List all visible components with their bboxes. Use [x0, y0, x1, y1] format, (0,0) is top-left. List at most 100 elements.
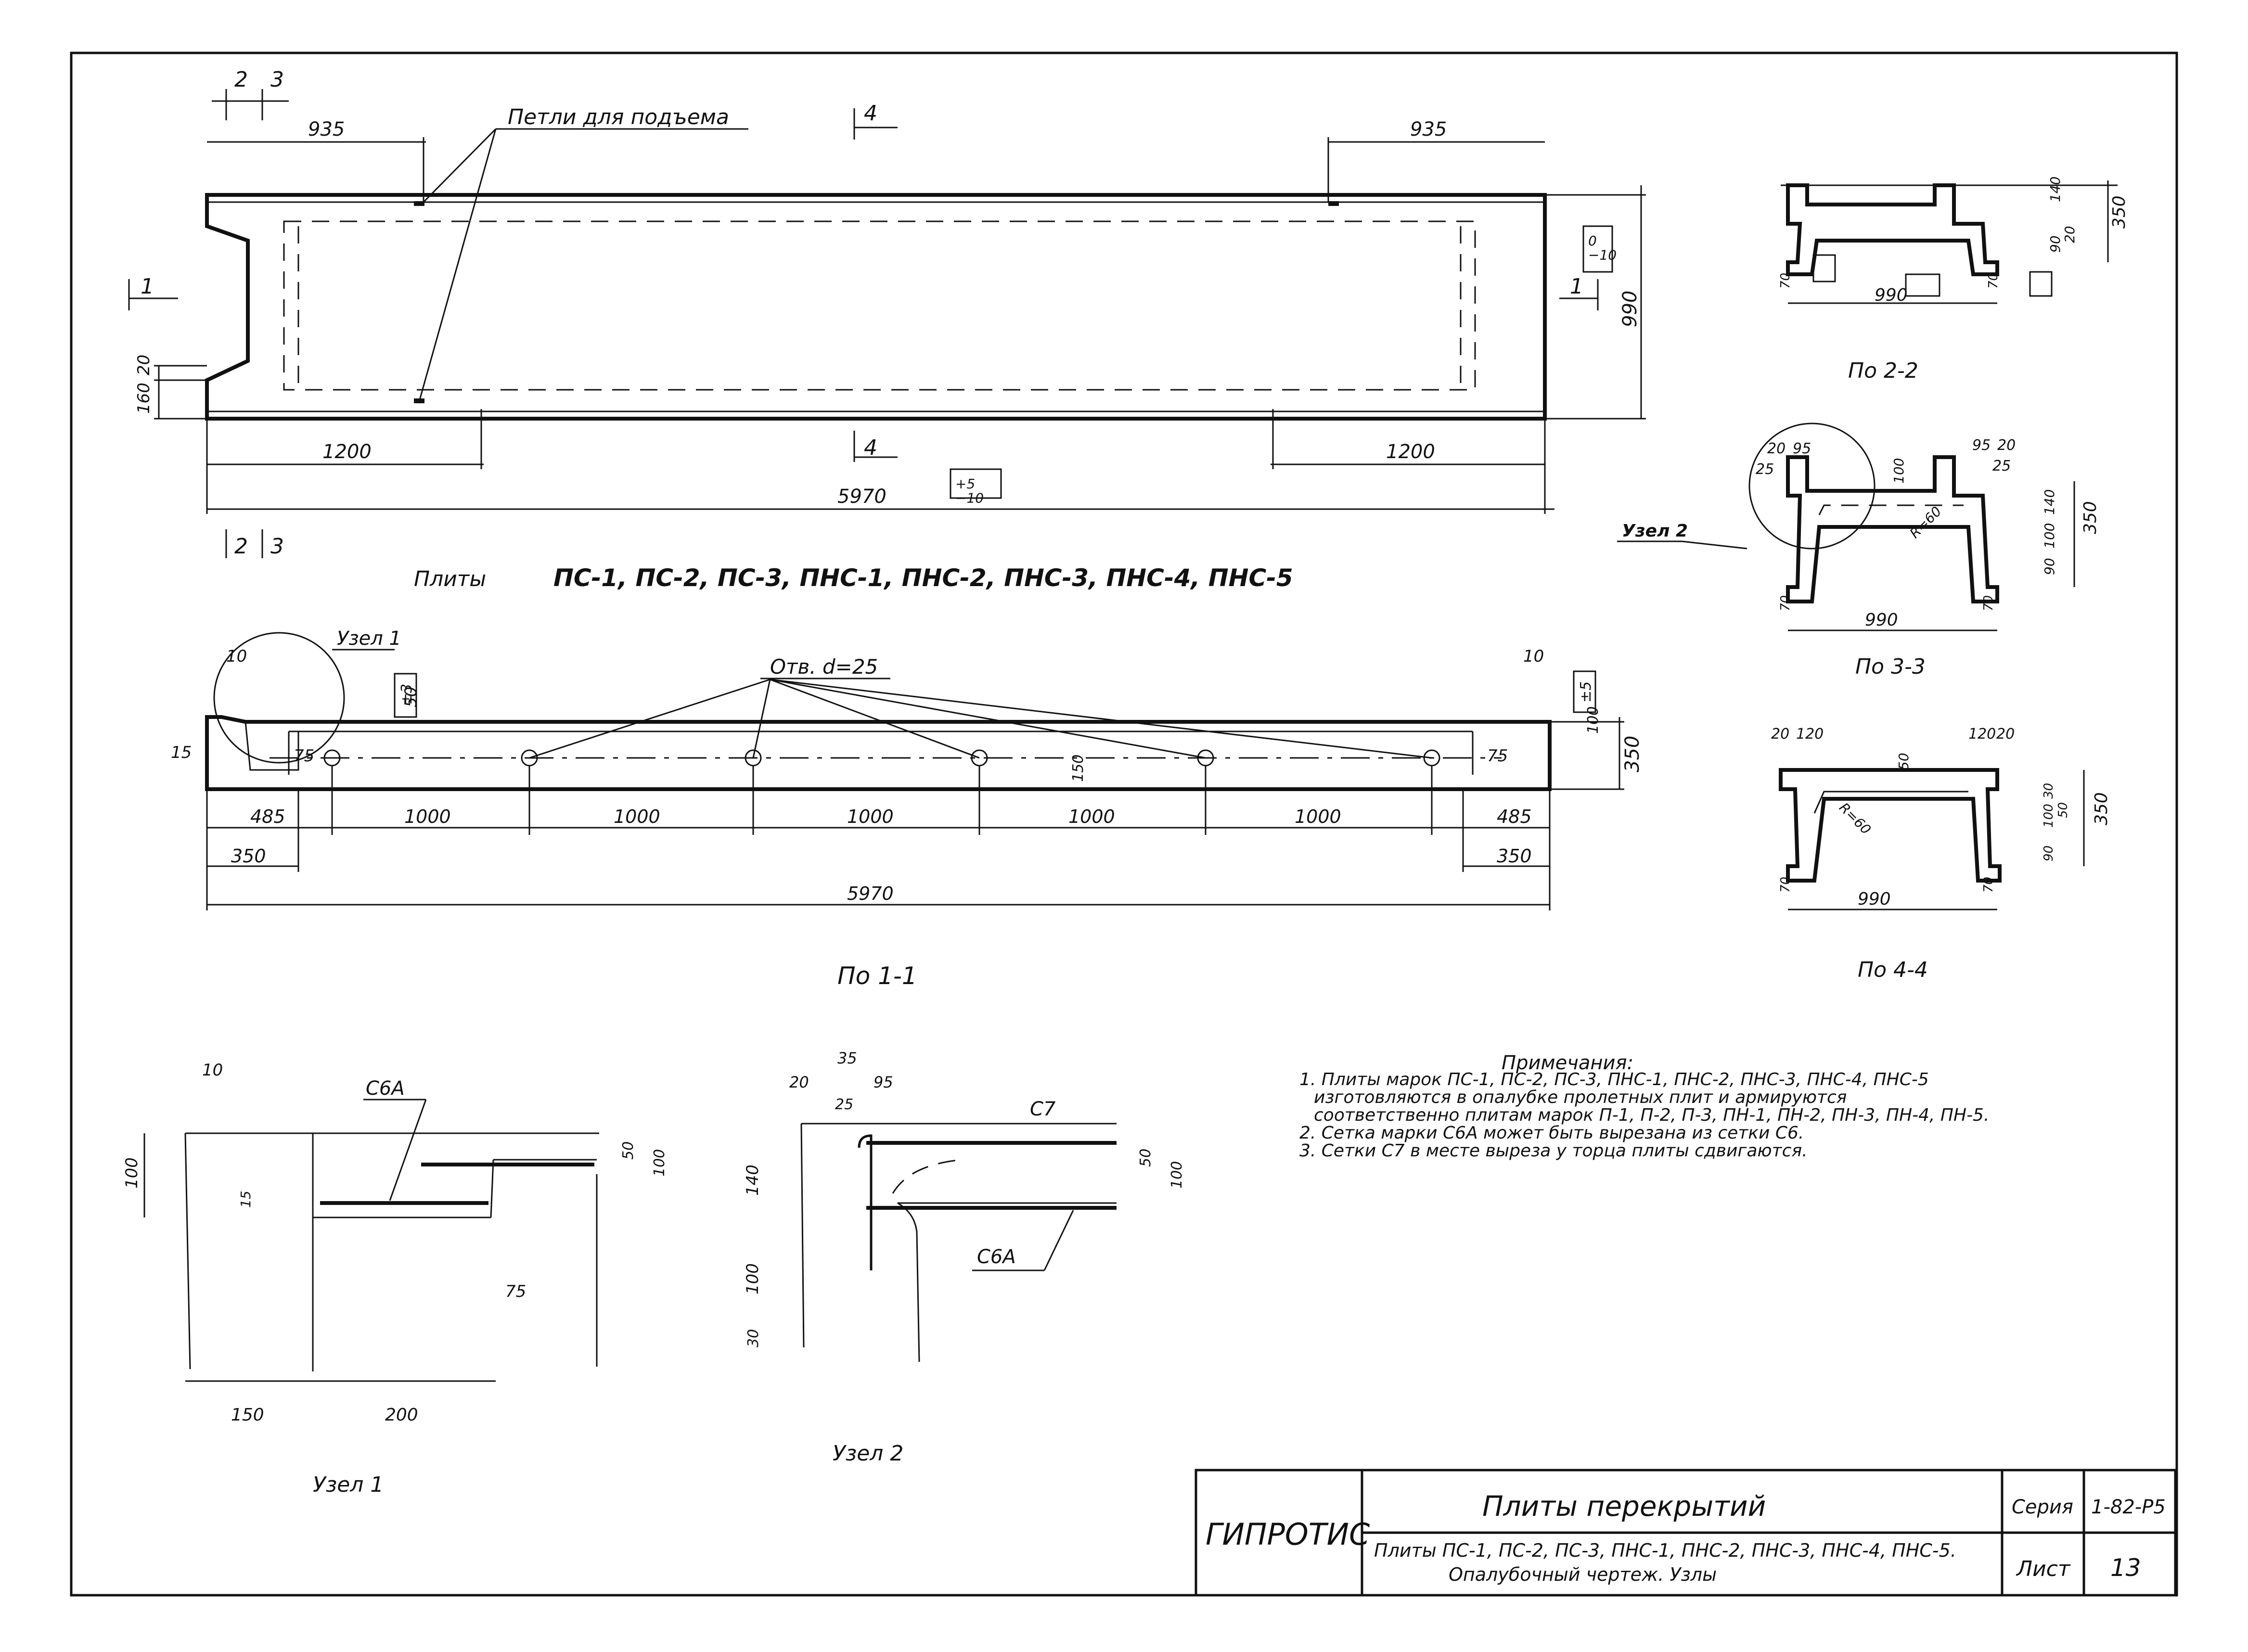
svg-text:990: 990 [1858, 889, 1891, 909]
svg-text:2: 2 [234, 67, 248, 92]
series-value: 1-82-Р5 [2091, 1496, 2166, 1518]
svg-text:1000: 1000 [847, 806, 894, 827]
node-2-detail: С7 С6А 35 20 95 25 140 100 30 50 100 Узе… [743, 1049, 1185, 1466]
plan-inner-dashed [283, 220, 1476, 391]
svg-text:20: 20 [1767, 440, 1786, 457]
svg-text:R=60: R=60 [1836, 800, 1874, 838]
drawing-subtitle-2: Опалубочный чертеж. Узлы [1449, 1564, 1717, 1585]
title-block: ГИПРОТИС Плиты перекрытий Плиты ПС-1, ПС… [1195, 1469, 2177, 1597]
svg-text:30: 30 [745, 1329, 762, 1347]
svg-text:150: 150 [231, 1405, 264, 1425]
node-1-label: Узел 1 [337, 628, 401, 650]
svg-text:5970: 5970 [847, 883, 894, 904]
svg-text:20: 20 [1997, 437, 2016, 454]
svg-text:350: 350 [1621, 736, 1644, 772]
svg-text:120: 120 [1796, 726, 1824, 743]
svg-text:350: 350 [231, 845, 266, 867]
svg-text:90: 90 [2042, 845, 2056, 861]
svg-text:350: 350 [2081, 501, 2100, 534]
svg-text:350: 350 [1497, 845, 1532, 867]
svg-text:70: 70 [1778, 273, 1793, 289]
loops-label: Петли для подъема [508, 105, 729, 129]
cut-marker-4-bottom: 4 [853, 431, 898, 462]
node-1-detail: С6А 10 100 15 50 100 75 150 200 Узел 1 [122, 1061, 668, 1497]
svg-text:100: 100 [2042, 804, 2056, 828]
node2-mesh-bottom: С6А [977, 1246, 1016, 1268]
dim-935-left: 935 [308, 118, 345, 141]
note-line-1: 1. Плиты марок ПС-1, ПС-2, ПС-3, ПНС-1, … [1299, 1070, 1929, 1089]
svg-text:25: 25 [1992, 458, 2011, 474]
cut-marker-1-left: 1 [128, 274, 178, 310]
svg-text:150: 150 [1070, 755, 1087, 782]
svg-text:R=60: R=60 [1907, 503, 1945, 541]
section-2-2: 990 350 140 90 20 70 70 По 2-2 [1778, 177, 2129, 383]
lifting-loop-marker [414, 201, 424, 206]
note-line-5: 3. Сетки С7 в месте выреза у торца плиты… [1299, 1141, 1808, 1161]
elevation-outline [205, 715, 1552, 791]
drawing-subtitle-1: Плиты ПС-1, ПС-2, ПС-3, ПНС-1, ПНС-2, ПН… [1374, 1540, 1956, 1561]
node-2-callout [1748, 423, 1875, 550]
svg-text:1: 1 [1570, 274, 1583, 299]
dim-160: 160 [134, 383, 154, 414]
section-4-4: 990 350 20 120 120 20 50 30 100 90 50 R=… [1771, 726, 2111, 982]
svg-text:20: 20 [1771, 726, 1789, 743]
notes-block: Примечания: 1. Плиты марок ПС-1, ПС-2, П… [1299, 1052, 1989, 1161]
tolerance-width: 0−10 [1588, 233, 1617, 263]
svg-text:95: 95 [1793, 440, 1811, 457]
svg-text:±5: ±5 [1578, 681, 1594, 703]
tolerance-total: +5−10 [955, 476, 984, 506]
svg-text:35: 35 [837, 1049, 857, 1067]
svg-text:100: 100 [122, 1157, 141, 1189]
svg-text:50: 50 [1896, 753, 1912, 770]
dim-1200-left: 1200 [322, 441, 372, 463]
section-3-3: Узел 2 990 350 20 95 25 95 20 25 100 140… [1617, 423, 2100, 679]
svg-text:70: 70 [1778, 877, 1793, 893]
dim-20: 20 [134, 355, 154, 375]
svg-text:485: 485 [1497, 806, 1532, 827]
org-name: ГИПРОТИС [1206, 1517, 1370, 1552]
svg-text:485: 485 [250, 806, 285, 827]
svg-text:75: 75 [505, 1282, 526, 1301]
node-1-callout [213, 632, 345, 764]
svg-text:15: 15 [238, 1191, 254, 1208]
svg-text:4: 4 [864, 101, 877, 126]
lifting-loop-marker [1328, 201, 1339, 206]
svg-text:1: 1 [141, 274, 154, 299]
svg-text:140: 140 [743, 1165, 762, 1196]
svg-text:20: 20 [1996, 726, 2015, 743]
svg-text:2: 2 [234, 534, 248, 559]
node-2-label: Узел 2 [1622, 521, 1688, 541]
dim-1200-right: 1200 [1386, 441, 1435, 463]
svg-text:120: 120 [1968, 726, 1996, 743]
svg-text:25: 25 [1756, 461, 1774, 478]
svg-text:100: 100 [2042, 523, 2057, 549]
svg-text:50: 50 [401, 687, 421, 707]
plan-outline [205, 193, 1547, 421]
svg-text:10: 10 [202, 1061, 223, 1080]
holes-label: Отв. d=25 [770, 655, 878, 679]
svg-text:1000: 1000 [1295, 806, 1341, 827]
svg-text:10: 10 [1523, 647, 1544, 666]
svg-text:350: 350 [2092, 792, 2111, 825]
dim-990-plan: 990 [1619, 291, 1641, 327]
series-label: Серия [2012, 1496, 2073, 1518]
sheet-number: 13 [2110, 1554, 2141, 1582]
cut-marker-2-3-top: 2 3 [212, 67, 289, 120]
caption-node-2: Узел 2 [833, 1441, 903, 1466]
plates-list: ПС-1, ПС-2, ПС-3, ПНС-1, ПНС-2, ПНС-3, П… [553, 564, 1293, 592]
svg-text:20: 20 [2062, 226, 2078, 243]
svg-text:100: 100 [651, 1149, 668, 1177]
svg-text:±3: ±3 [398, 684, 415, 705]
svg-text:25: 25 [835, 1096, 853, 1113]
caption-node-1: Узел 1 [313, 1473, 384, 1497]
svg-text:50: 50 [2056, 802, 2070, 818]
svg-text:75: 75 [1487, 746, 1508, 766]
svg-text:15: 15 [171, 743, 192, 762]
cut-marker-2-3-bottom: 2 3 [225, 529, 284, 559]
svg-text:70: 70 [1986, 273, 2001, 289]
svg-text:3: 3 [270, 67, 284, 92]
node2-mesh-top: С7 [1030, 1098, 1056, 1120]
cut-marker-1-right: 1 [1559, 274, 1599, 310]
svg-text:3: 3 [270, 534, 284, 559]
